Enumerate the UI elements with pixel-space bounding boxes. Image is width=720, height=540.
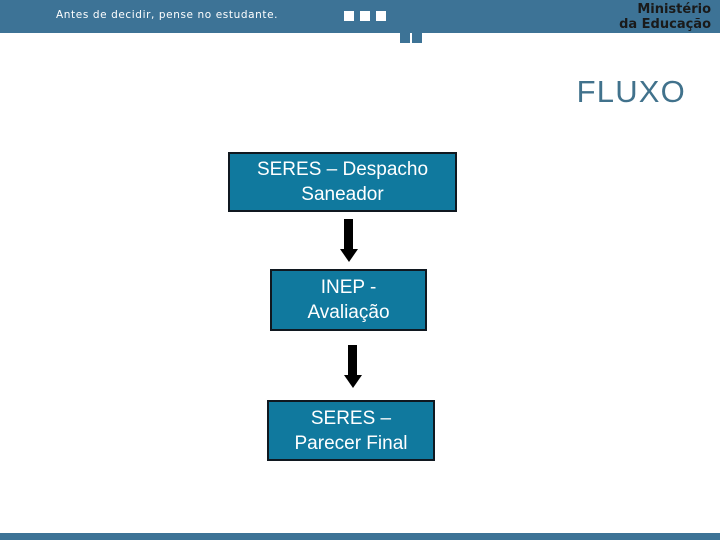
footer-bar — [0, 533, 720, 540]
page-title: FLUXO — [576, 74, 686, 109]
mec-pixel-mosaic-icon — [330, 0, 440, 44]
flow-step-2-line-1: INEP - — [320, 277, 377, 298]
flow-step-3-line-1: SERES – — [310, 407, 392, 429]
header-tagline: Antes de decidir, pense no estudante. — [56, 9, 279, 21]
ministry-wordmark: Ministério da Educação — [619, 2, 711, 32]
arrow-down-icon-step1-step2 — [338, 219, 360, 263]
arrow-head — [340, 249, 358, 262]
flow-step-2-line-2: Avaliação — [307, 302, 390, 323]
flow-step-1-line-1: SERES – Despacho — [256, 159, 429, 180]
arrow-down-icon-step2-step3 — [342, 345, 364, 390]
flow-step-seres-parecer-final[interactable]: SERES – Parecer Final — [267, 400, 435, 461]
flow-step-seres-despacho-saneador[interactable]: SERES – Despacho Saneador — [228, 152, 457, 212]
flow-step-1-line-2: Saneador — [301, 184, 384, 205]
arrow-shaft — [344, 219, 353, 251]
flow-step-inep-avaliacao[interactable]: INEP - Avaliação — [270, 269, 427, 331]
arrow-head — [344, 375, 362, 388]
arrow-shaft — [348, 345, 357, 377]
flow-step-3-line-2: Parecer Final — [294, 432, 408, 454]
ministry-line-1: Ministério — [637, 2, 711, 17]
ministry-line-2: da Educação — [619, 17, 711, 32]
